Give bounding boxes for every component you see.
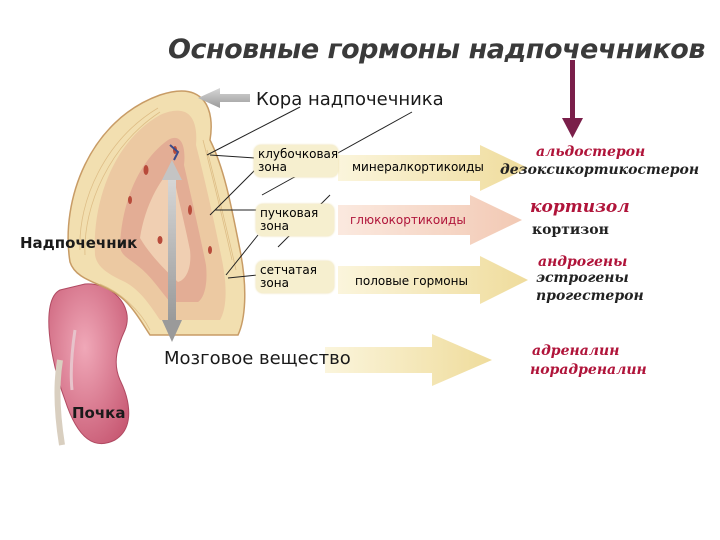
androgens: андрогены xyxy=(538,254,628,270)
sex-hormone-arrow xyxy=(338,256,528,304)
zone-word: зона xyxy=(260,219,289,233)
deoxycorticosterone: дезоксикортикостерон xyxy=(500,162,700,178)
zone-name: сетчатая xyxy=(260,263,317,277)
title-down-arrow xyxy=(562,60,583,138)
cortex-pointer-arrow xyxy=(198,88,250,108)
page-title: Основные гормоны надпочечников xyxy=(168,34,705,65)
zone-glomerulosa: клубочковая зона xyxy=(254,145,338,177)
mineralocorticoid-arrow xyxy=(338,145,528,191)
zone-word: зона xyxy=(260,276,289,290)
cortisone: кортизон xyxy=(532,222,609,238)
mineralocorticoids-label: минералкортикоиды xyxy=(352,160,484,174)
zone-name: пучковая xyxy=(260,206,319,220)
aldosterone: альдостерон xyxy=(536,144,646,160)
sex-hormones-label: половые гормоны xyxy=(355,274,468,288)
zone-fasciculata: пучковая зона xyxy=(256,204,334,236)
noradrenaline: норадреналин xyxy=(530,362,647,378)
zone-name: клубочковая xyxy=(258,147,339,161)
glucocorticoid-arrow xyxy=(338,195,522,245)
kidney-label: Почка xyxy=(72,404,126,422)
estrogens: эстрогены xyxy=(536,270,629,286)
medulla-pointer-arrow xyxy=(162,160,182,342)
cortex-label: Кора надпочечника xyxy=(256,89,444,110)
adrenal-gland-illustration xyxy=(67,90,246,336)
adrenaline: адреналин xyxy=(532,343,620,359)
zone-word: зона xyxy=(258,160,287,174)
adrenal-label: Надпочечник xyxy=(20,234,138,252)
zone-reticularis: сетчатая зона xyxy=(256,261,334,293)
cortisol: кортизол xyxy=(530,197,630,217)
progesterone: прогестерон xyxy=(536,288,644,304)
medulla-hormone-arrow xyxy=(325,334,492,386)
kidney-illustration xyxy=(48,283,130,446)
glucocorticoids-label: глюкокортикоиды xyxy=(350,213,466,227)
medulla-label: Мозговое вещество xyxy=(164,348,351,369)
